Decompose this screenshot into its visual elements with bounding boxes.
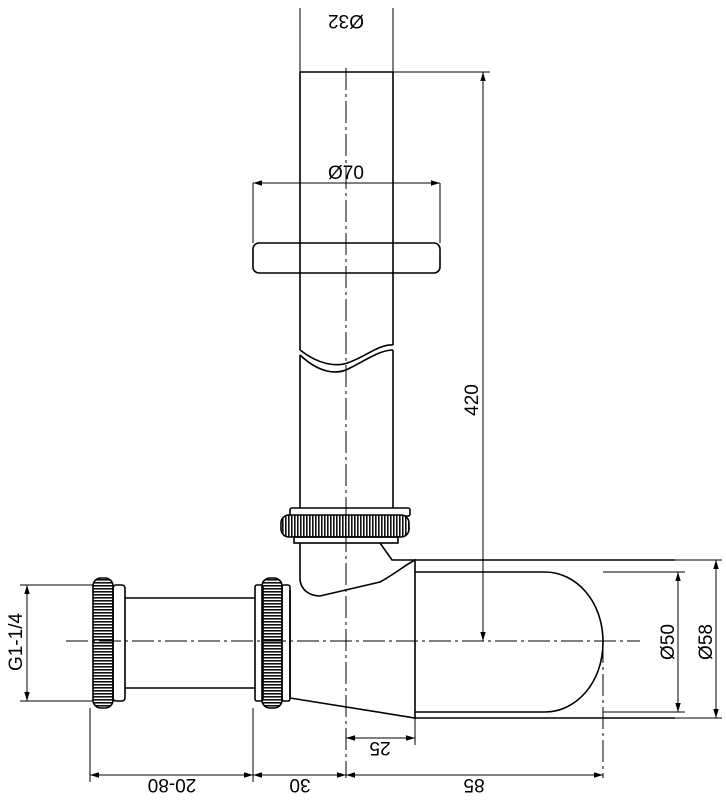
dim-nut-width-label: 30 (289, 774, 310, 795)
middle-coupling-nut (254, 577, 291, 709)
dim-inlet-diameter: Ø50 (603, 571, 685, 713)
dim-offset-label: 25 (369, 737, 390, 758)
dim-height: 420 (393, 71, 490, 641)
dim-flange-diameter-label: Ø70 (328, 163, 364, 184)
dim-inlet-diameter-label: Ø50 (658, 624, 679, 660)
dim-flange-diameter: Ø70 (253, 163, 440, 186)
dim-bottom-chain: 20-80 30 85 (89, 708, 603, 795)
dim-depth-label: 85 (463, 774, 484, 795)
dim-thread: G1-1/4 (6, 584, 93, 702)
dim-pipe-diameter: Ø32 (328, 10, 364, 31)
dim-wall-adjust-label: 20-80 (148, 774, 197, 795)
trap-body (289, 542, 675, 719)
dim-body-diameter: Ø58 (675, 559, 722, 719)
horizontal-inlet-pipe (125, 597, 255, 689)
left-coupling-nut (92, 577, 126, 709)
dim-thread-label: G1-1/4 (6, 613, 27, 672)
tailpipe (299, 71, 394, 508)
dim-offset: 25 (346, 718, 416, 758)
dim-pipe-diameter-label: Ø32 (328, 10, 364, 31)
dim-height-label: 420 (462, 384, 483, 416)
dim-body-diameter-label: Ø58 (696, 624, 717, 660)
